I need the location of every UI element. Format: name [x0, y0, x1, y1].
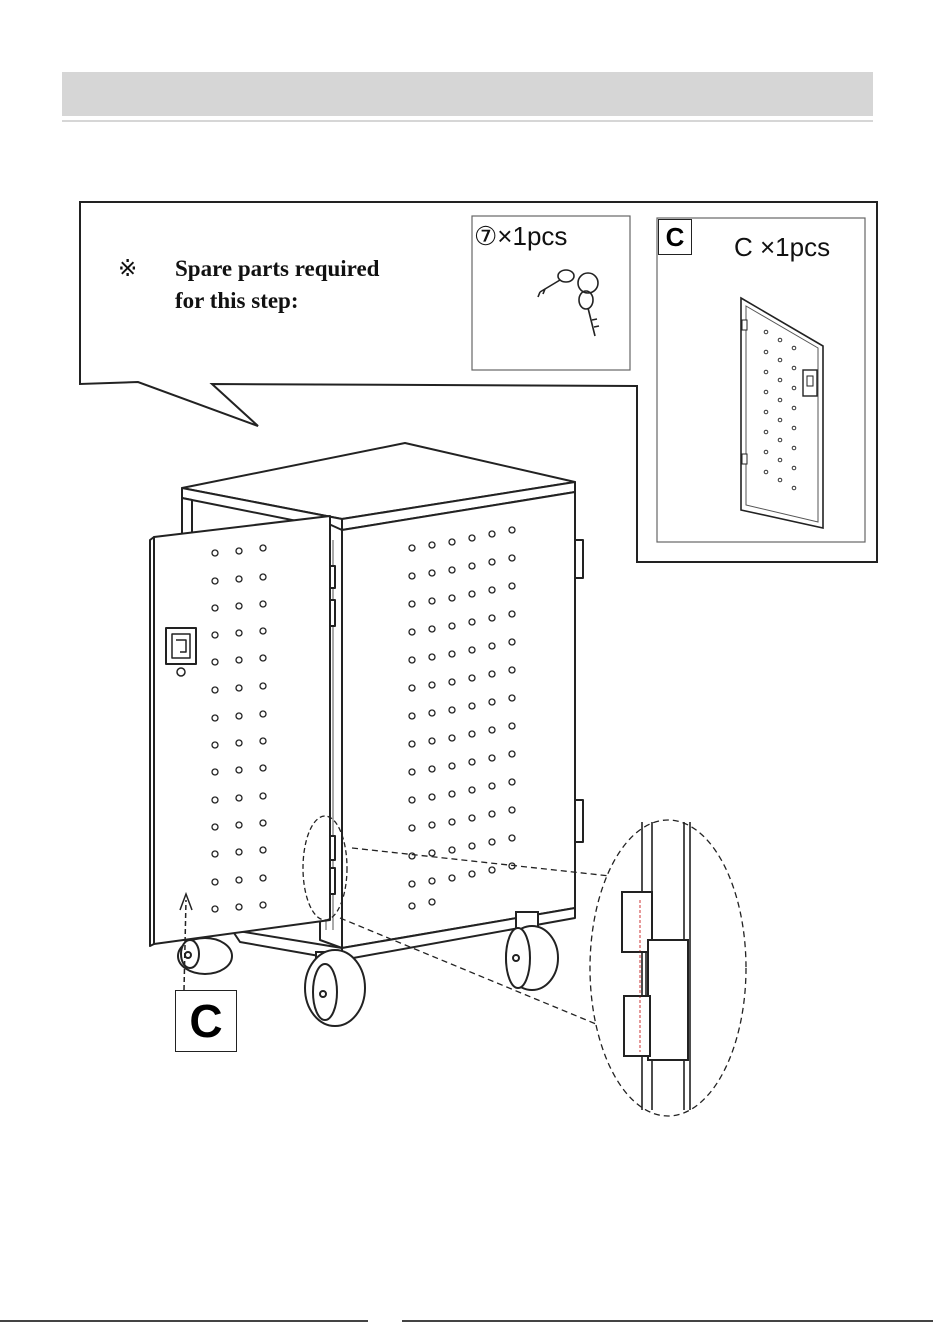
note-line-1: Spare parts required — [175, 256, 379, 282]
footer-rule-right — [402, 1320, 933, 1322]
door-quantity-label: C ×1pcs — [734, 232, 830, 263]
footer-rule-left — [0, 1320, 368, 1322]
cabinet-door — [150, 516, 330, 946]
note-line-2: for this step: — [175, 288, 299, 314]
note-bullet: ※ — [118, 256, 137, 282]
door-part-badge: C — [658, 219, 692, 255]
key-quantity-label: ⑦×1pcs — [474, 221, 567, 252]
door-c-badge: C — [175, 990, 237, 1052]
